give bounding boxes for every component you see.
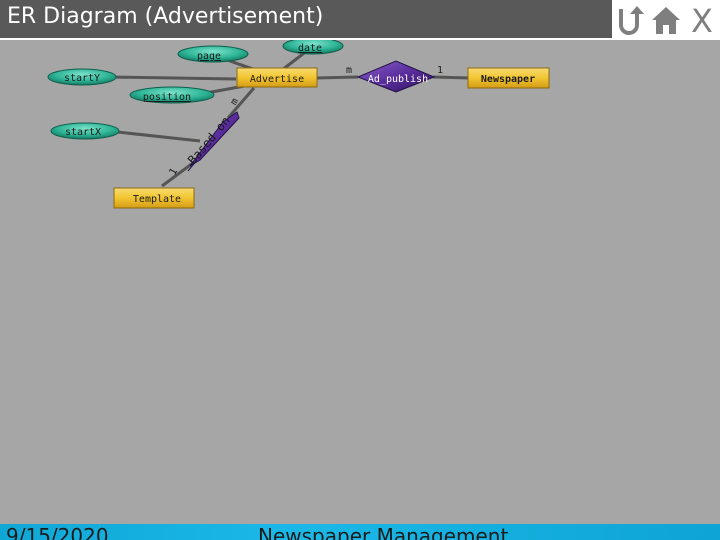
attribute-startx-label: startX	[65, 127, 101, 138]
relationship-ad-publish[interactable]: Ad_publish	[356, 60, 436, 93]
attribute-position[interactable]: position	[129, 86, 215, 104]
line-startx-template	[107, 129, 201, 143]
attribute-page[interactable]: page	[177, 45, 249, 63]
line-adpublish-newspaper	[432, 75, 471, 80]
back-arrow-icon[interactable]	[614, 3, 646, 37]
entity-newspaper-label: Newspaper	[481, 74, 535, 85]
cardinality-advertise-adpublish: m	[346, 65, 352, 76]
entity-advertise[interactable]: Advertise	[236, 67, 318, 88]
cardinality-advertise-basedon: m	[229, 97, 242, 108]
line-advertise-adpublish	[315, 75, 359, 80]
title-bar: ER Diagram (Advertisement)	[0, 0, 612, 40]
entity-template[interactable]: Template	[113, 187, 195, 209]
attribute-startx[interactable]: startX	[50, 122, 120, 140]
footer-date: 9/15/2020	[6, 524, 109, 540]
entity-newspaper[interactable]: Newspaper	[467, 67, 550, 89]
footer-bar: 9/15/2020 Newspaper Management	[0, 524, 720, 540]
nav-bar: X	[612, 0, 720, 40]
relationship-ad-publish-label: Ad_publish	[368, 74, 428, 85]
entity-template-label: Template	[133, 194, 181, 205]
attribute-date-label: date	[298, 43, 322, 54]
cardinality-adpublish-newspaper: 1	[437, 65, 443, 76]
cardinality-basedon-template: 1	[168, 167, 181, 178]
page-title: ER Diagram (Advertisement)	[7, 4, 324, 29]
attribute-position-label: position	[143, 92, 191, 103]
entity-advertise-label: Advertise	[250, 74, 304, 85]
footer-subtitle: Newspaper Management	[258, 524, 509, 540]
close-icon[interactable]: X	[686, 3, 718, 37]
close-label: X	[691, 3, 713, 37]
home-icon[interactable]	[650, 3, 682, 37]
er-diagram: page date startY position startX Adverti…	[47, 40, 550, 209]
attribute-date[interactable]: date	[282, 40, 344, 55]
line-advertise-basedon	[226, 87, 256, 119]
line-starty-advertise	[107, 75, 237, 81]
attribute-starty[interactable]: startY	[47, 68, 117, 86]
attribute-starty-label: startY	[64, 73, 100, 84]
attribute-page-label: page	[197, 51, 221, 62]
